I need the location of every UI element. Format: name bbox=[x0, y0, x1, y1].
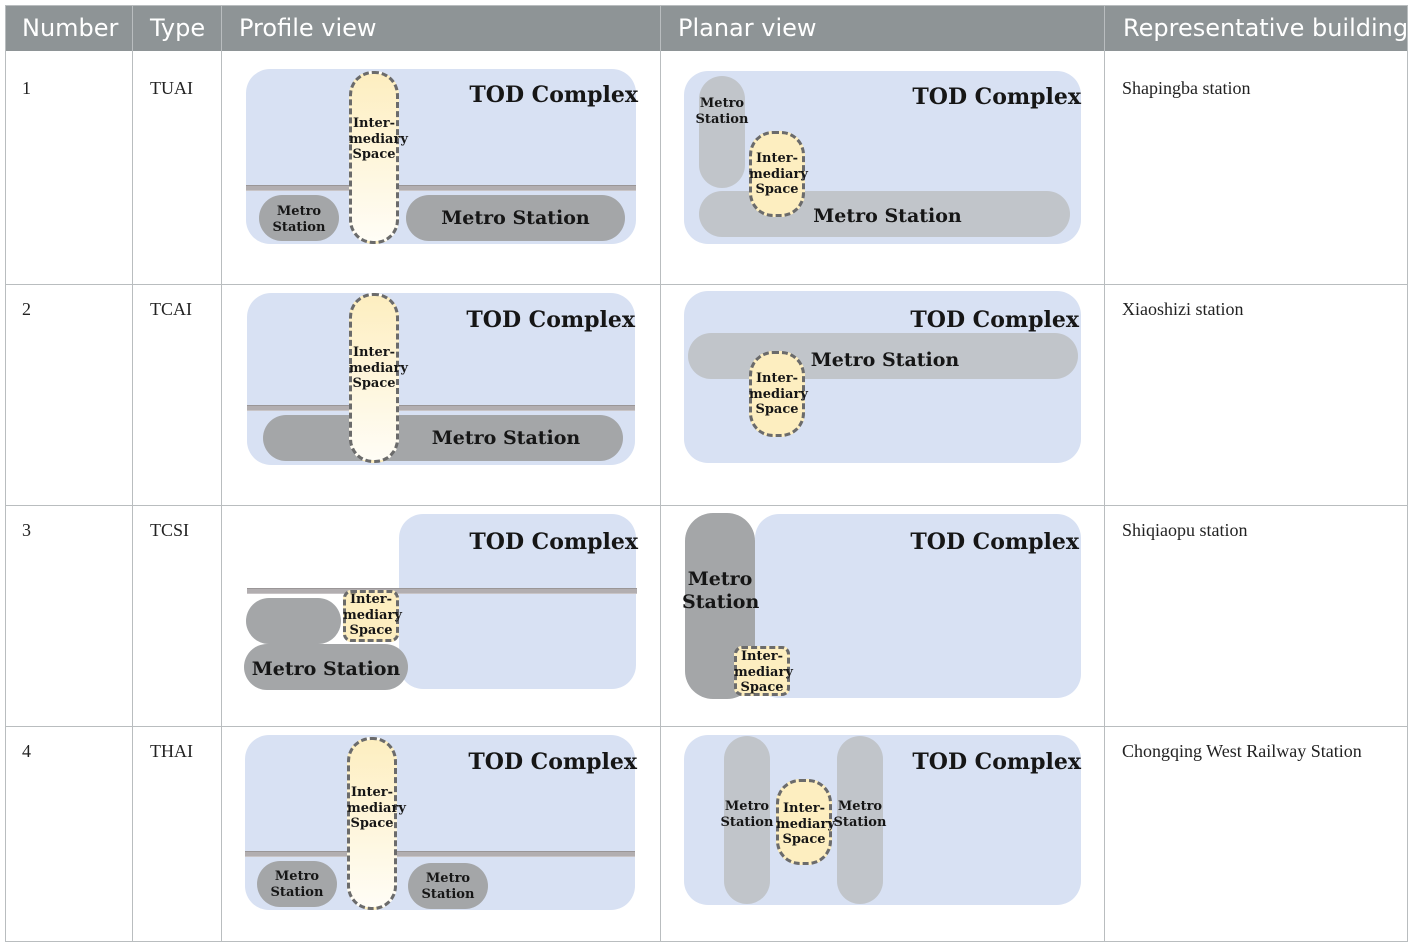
header-profile-view: Profile view bbox=[239, 14, 377, 42]
row-type: TUAI bbox=[150, 78, 193, 98]
row-number: 3 bbox=[22, 520, 31, 540]
table-header: Number Type Profile view Planar view Rep… bbox=[5, 5, 1408, 51]
tod-complex-label: TOD Complex bbox=[469, 82, 638, 108]
metro-station-block bbox=[259, 195, 339, 241]
intermediary-space-block bbox=[349, 293, 399, 463]
intermediary-space-block bbox=[749, 131, 805, 217]
row-divider bbox=[5, 284, 1408, 285]
row-building: Xiaoshizi station bbox=[1122, 299, 1244, 319]
profile-diagram-tcsi: TOD Complex Metro Station Inter- mediary… bbox=[221, 506, 660, 726]
header-planar-view: Planar view bbox=[678, 14, 817, 42]
header-representative-building: Representative building bbox=[1123, 14, 1409, 42]
tod-complex-area bbox=[399, 514, 636, 689]
metro-station-block bbox=[724, 736, 770, 904]
column-divider bbox=[132, 5, 133, 942]
intermediary-space-block bbox=[343, 590, 399, 642]
row-number: 4 bbox=[22, 741, 31, 761]
metro-station-block bbox=[246, 598, 341, 644]
ground-line bbox=[247, 588, 637, 594]
row-number: 1 bbox=[22, 78, 31, 98]
metro-station-block bbox=[257, 861, 337, 907]
row-building: Chongqing West Railway Station bbox=[1122, 741, 1362, 761]
intermediary-space-label: Inter- mediary Space bbox=[776, 801, 835, 848]
planar-diagram-tcai: TOD Complex Metro Station Inter- mediary… bbox=[660, 285, 1104, 505]
profile-diagram-thai: TOD Complex Metro Station Metro Station … bbox=[221, 727, 660, 942]
metro-station-label: Metro Station bbox=[251, 658, 401, 680]
intermediary-space-label: Inter- mediary Space bbox=[347, 785, 406, 832]
intermediary-space-label: Inter- mediary Space bbox=[749, 151, 808, 198]
ground-line bbox=[246, 185, 636, 191]
tod-complex-label: TOD Complex bbox=[910, 307, 1079, 333]
row-type: THAI bbox=[150, 741, 193, 761]
metro-station-label: Metro Station bbox=[272, 204, 326, 235]
intermediary-space-label: Inter- mediary Space bbox=[343, 592, 402, 639]
tod-complex-label: TOD Complex bbox=[910, 529, 1079, 555]
metro-station-label: Metro Station bbox=[695, 96, 749, 127]
typology-table: Number Type Profile view Planar view Rep… bbox=[5, 5, 1408, 942]
row-type: TCAI bbox=[150, 299, 192, 319]
row-divider bbox=[5, 505, 1408, 506]
metro-station-block bbox=[699, 76, 745, 188]
intermediary-space-block bbox=[349, 71, 399, 244]
intermediary-space-label: Inter- mediary Space bbox=[349, 345, 408, 392]
header-number: Number bbox=[22, 14, 119, 42]
tod-complex-label: TOD Complex bbox=[469, 529, 638, 555]
tod-complex-label: TOD Complex bbox=[466, 307, 635, 333]
intermediary-space-block bbox=[347, 737, 397, 910]
intermediary-space-label: Inter- mediary Space bbox=[749, 371, 808, 418]
column-divider bbox=[660, 5, 661, 942]
column-divider bbox=[1104, 5, 1105, 942]
metro-station-label: Metro Station bbox=[682, 568, 760, 613]
planar-diagram-thai: TOD Complex Metro Station Metro Station … bbox=[660, 727, 1104, 942]
metro-station-block bbox=[408, 863, 488, 909]
metro-station-label: Metro Station bbox=[441, 207, 590, 229]
row-number: 2 bbox=[22, 299, 31, 319]
table-border bbox=[5, 5, 1408, 942]
metro-station-label: Metro Station bbox=[270, 869, 324, 900]
row-building: Shiqiaopu station bbox=[1122, 520, 1248, 540]
metro-station-label: Metro Station bbox=[720, 799, 774, 830]
tod-complex-label: TOD Complex bbox=[912, 84, 1081, 110]
intermediary-space-block bbox=[776, 779, 832, 865]
tod-complex-area bbox=[755, 514, 1081, 698]
ground-line bbox=[247, 405, 635, 411]
profile-diagram-tcai: TOD Complex Metro Station Inter- mediary… bbox=[221, 285, 660, 505]
metro-station-label: Metro Station bbox=[833, 799, 887, 830]
intermediary-space-block bbox=[734, 646, 790, 696]
metro-station-block bbox=[406, 195, 625, 241]
planar-diagram-tuai: TOD Complex Metro Station Metro Station … bbox=[660, 51, 1104, 284]
metro-station-block bbox=[263, 415, 623, 461]
metro-station-label: Metro Station bbox=[813, 205, 962, 227]
metro-station-label: Metro Station bbox=[421, 871, 475, 902]
tod-complex-label: TOD Complex bbox=[912, 749, 1081, 775]
row-divider bbox=[5, 726, 1408, 727]
metro-station-label: Metro Station bbox=[431, 427, 581, 449]
row-building: Shapingba station bbox=[1122, 78, 1251, 98]
column-divider bbox=[221, 5, 222, 942]
intermediary-space-label: Inter- mediary Space bbox=[349, 116, 408, 163]
metro-station-label: Metro Station bbox=[810, 349, 960, 371]
tod-complex-label: TOD Complex bbox=[468, 749, 637, 775]
intermediary-space-block bbox=[749, 351, 805, 437]
metro-station-block bbox=[244, 644, 408, 690]
header-type: Type bbox=[150, 14, 206, 42]
ground-line bbox=[245, 851, 635, 857]
metro-station-block bbox=[837, 736, 883, 904]
profile-diagram-tuai: TOD Complex Metro Station Metro Station … bbox=[221, 51, 660, 284]
planar-diagram-tcsi: TOD Complex Metro Station Inter- mediary… bbox=[660, 506, 1104, 726]
intermediary-space-label: Inter- mediary Space bbox=[734, 649, 793, 696]
row-type: TCSI bbox=[150, 520, 190, 540]
